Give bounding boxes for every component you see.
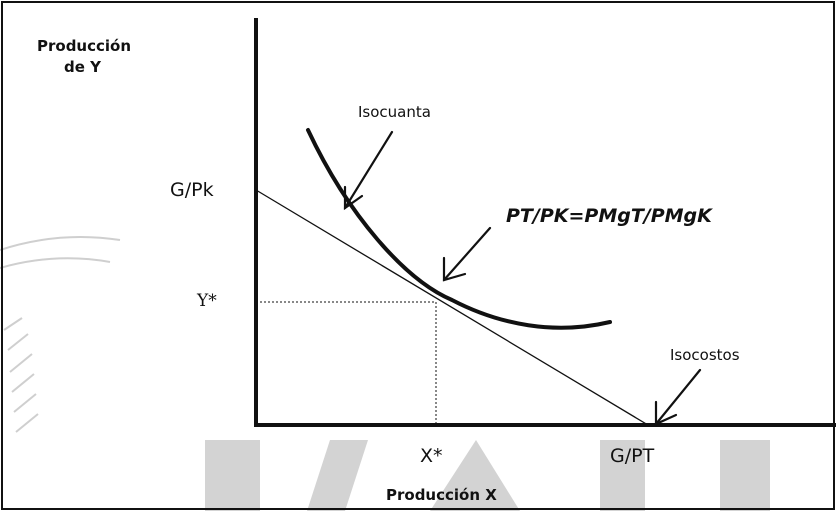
y-axis-title-line1: Producción (37, 37, 131, 55)
x-axis-title: Producción X (386, 486, 497, 504)
y-axis-title-line2: de Y (64, 58, 102, 76)
arrow-condition (442, 226, 492, 282)
isoquant-curve (306, 128, 612, 330)
label-isoquant: Isocuanta (358, 103, 431, 121)
label-x-star: X* (420, 445, 443, 467)
arrow-isoquant (343, 130, 394, 211)
arrow-isocost (654, 368, 702, 426)
label-isocost: Isocostos (670, 346, 740, 364)
label-condition: PT/PK=PMgT/PMgK (506, 205, 713, 227)
label-y-star: Y* (196, 291, 217, 311)
watermark-seal (0, 236, 121, 433)
label-y-intercept: G/Pk (170, 179, 214, 201)
isocost-line (255, 189, 649, 426)
label-x-intercept: G/PT (610, 445, 655, 467)
watermark-letters (205, 440, 770, 511)
